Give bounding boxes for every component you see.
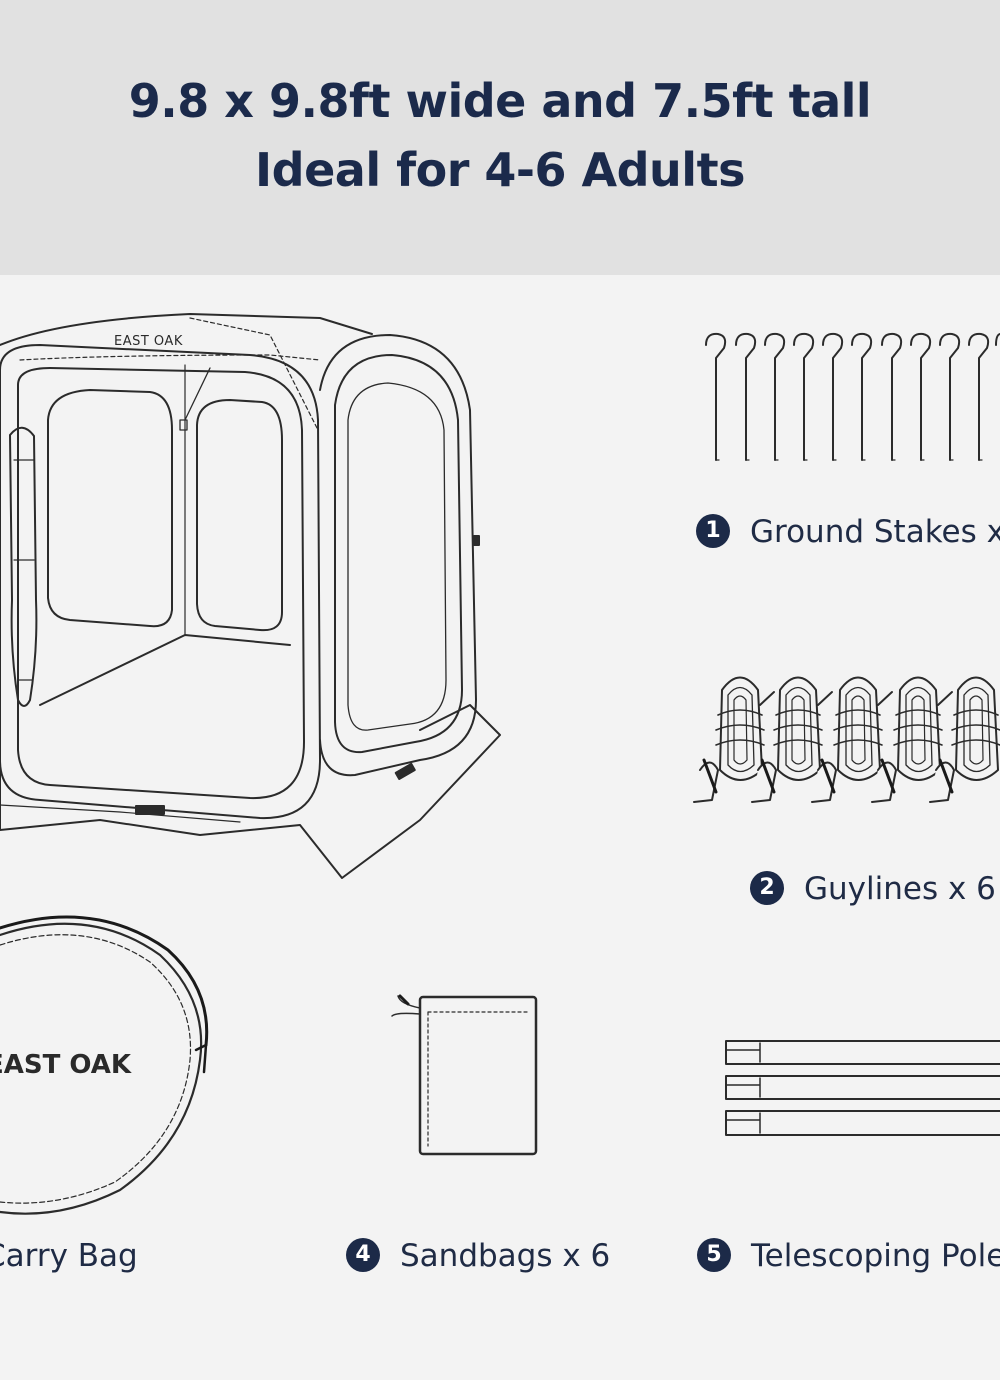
item-carry-bag: Carry Bag	[0, 1238, 138, 1274]
item-telescoping-pole: 5 Telescoping Pole	[697, 1237, 1000, 1275]
item-label: Ground Stakes x	[750, 514, 1000, 550]
telescoping-poles-illustration	[725, 1040, 1000, 1136]
item-label: Guylines x 6	[804, 871, 996, 907]
carry-bag-illustration	[0, 915, 209, 1215]
sandbag-illustration	[391, 994, 538, 1156]
item-ground-stakes: 1 Ground Stakes x	[696, 513, 1000, 551]
item-label: Sandbags x 6	[400, 1238, 611, 1274]
guylines-illustration	[693, 676, 1000, 803]
tent-illustration	[0, 313, 501, 879]
item-label: Telescoping Pole	[751, 1238, 1000, 1274]
item-number-badge: 5	[697, 1237, 731, 1272]
item-number-badge: 1	[696, 513, 730, 548]
ground-stakes-illustration	[705, 332, 1000, 461]
item-guylines: 2 Guylines x 6	[750, 870, 996, 908]
bag-brand-logo: EAST OAK	[0, 1050, 132, 1080]
item-label: Carry Bag	[0, 1238, 138, 1274]
item-sandbags: 4 Sandbags x 6	[346, 1237, 611, 1275]
tent-brand-logo: EAST OAK	[114, 334, 183, 349]
header-capacity: Ideal for 4-6 Adults	[255, 143, 745, 197]
item-number-badge: 4	[346, 1237, 380, 1272]
header-banner: 9.8 x 9.8ft wide and 7.5ft tall Ideal fo…	[0, 0, 1000, 275]
header-dimensions: 9.8 x 9.8ft wide and 7.5ft tall	[128, 74, 872, 128]
item-number-badge: 2	[750, 870, 784, 905]
